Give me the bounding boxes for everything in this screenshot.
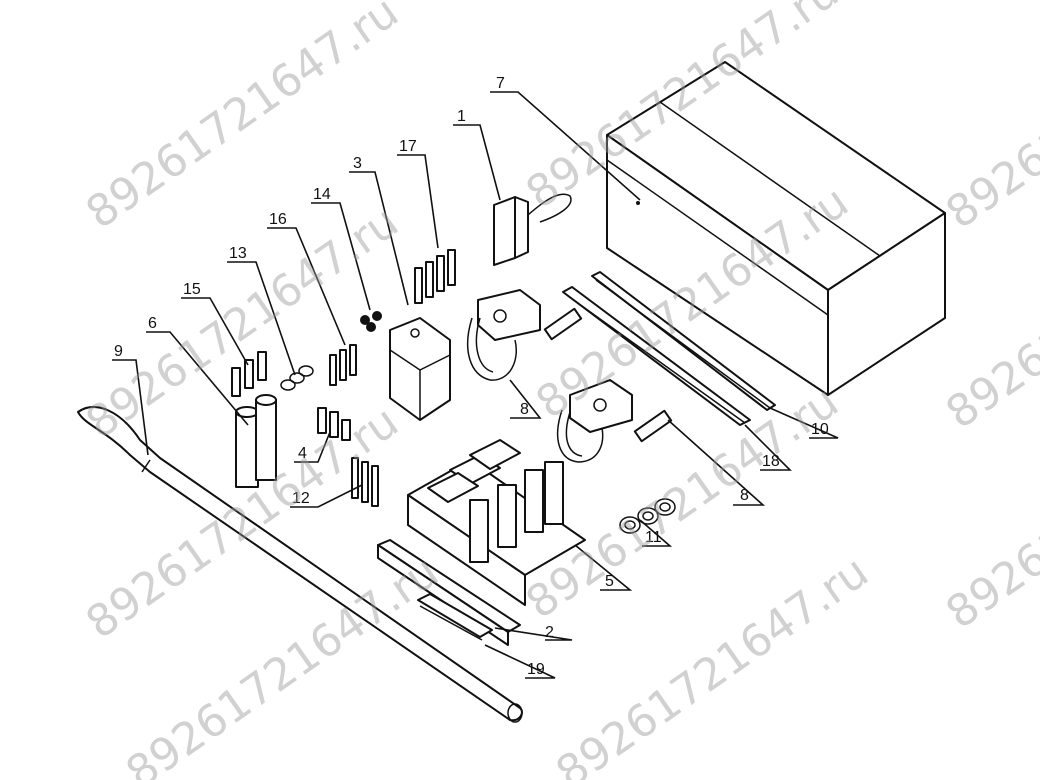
- callout-1: 1: [457, 108, 466, 125]
- nuts: [280, 365, 314, 391]
- fork-frame: [407, 439, 586, 606]
- watermarks: 89261721647.ru 89261721647.ru 8926172164…: [77, 0, 1040, 780]
- callout-14: 14: [313, 186, 331, 203]
- callout-8b: 8: [740, 487, 749, 504]
- clamp-plate: [493, 193, 572, 266]
- bolts-s: [231, 351, 267, 397]
- callout-12: 12: [292, 490, 310, 507]
- callout-19: 19: [527, 661, 545, 678]
- callout-16: 16: [269, 211, 287, 228]
- callout-4: 4: [298, 445, 307, 462]
- screws: [329, 344, 357, 386]
- callout-13: 13: [229, 245, 247, 262]
- watermark-11: 89261721647.ru: [937, 386, 1040, 639]
- callout-18: 18: [762, 453, 780, 470]
- callout-8a: 8: [520, 401, 529, 418]
- callout-9: 9: [114, 343, 123, 360]
- watermark-9: 89261721647.ru: [937, 0, 1040, 239]
- callout-10: 10: [811, 421, 829, 438]
- callout-7: 7: [496, 75, 505, 92]
- bracket-block: [389, 317, 451, 421]
- storage-box: [606, 61, 946, 396]
- callout-11: 11: [645, 529, 662, 546]
- watermark-1: 89261721647.ru: [77, 0, 408, 239]
- bushings: [235, 394, 277, 488]
- callout-17: 17: [399, 138, 417, 155]
- toggle-clamp-1: [467, 289, 583, 381]
- leader-lines: [112, 91, 839, 679]
- bolts-m: [351, 457, 379, 507]
- callout-6: 6: [148, 315, 157, 332]
- washers: [619, 498, 676, 534]
- wedge: [417, 593, 493, 641]
- watermark-10: 89261721647.ru: [937, 186, 1040, 439]
- toggle-clamp-2: [556, 379, 673, 463]
- callout-3: 3: [353, 155, 362, 172]
- bolts-l: [414, 249, 456, 304]
- lever-bar: [77, 406, 523, 723]
- callout-2: 2: [545, 624, 554, 641]
- small-nuts: [360, 311, 382, 332]
- callout-5: 5: [605, 573, 614, 590]
- callout-15: 15: [183, 281, 201, 298]
- long-strip-b: [562, 286, 751, 426]
- dowel-pins: [317, 407, 351, 441]
- long-strip-a: [591, 271, 776, 411]
